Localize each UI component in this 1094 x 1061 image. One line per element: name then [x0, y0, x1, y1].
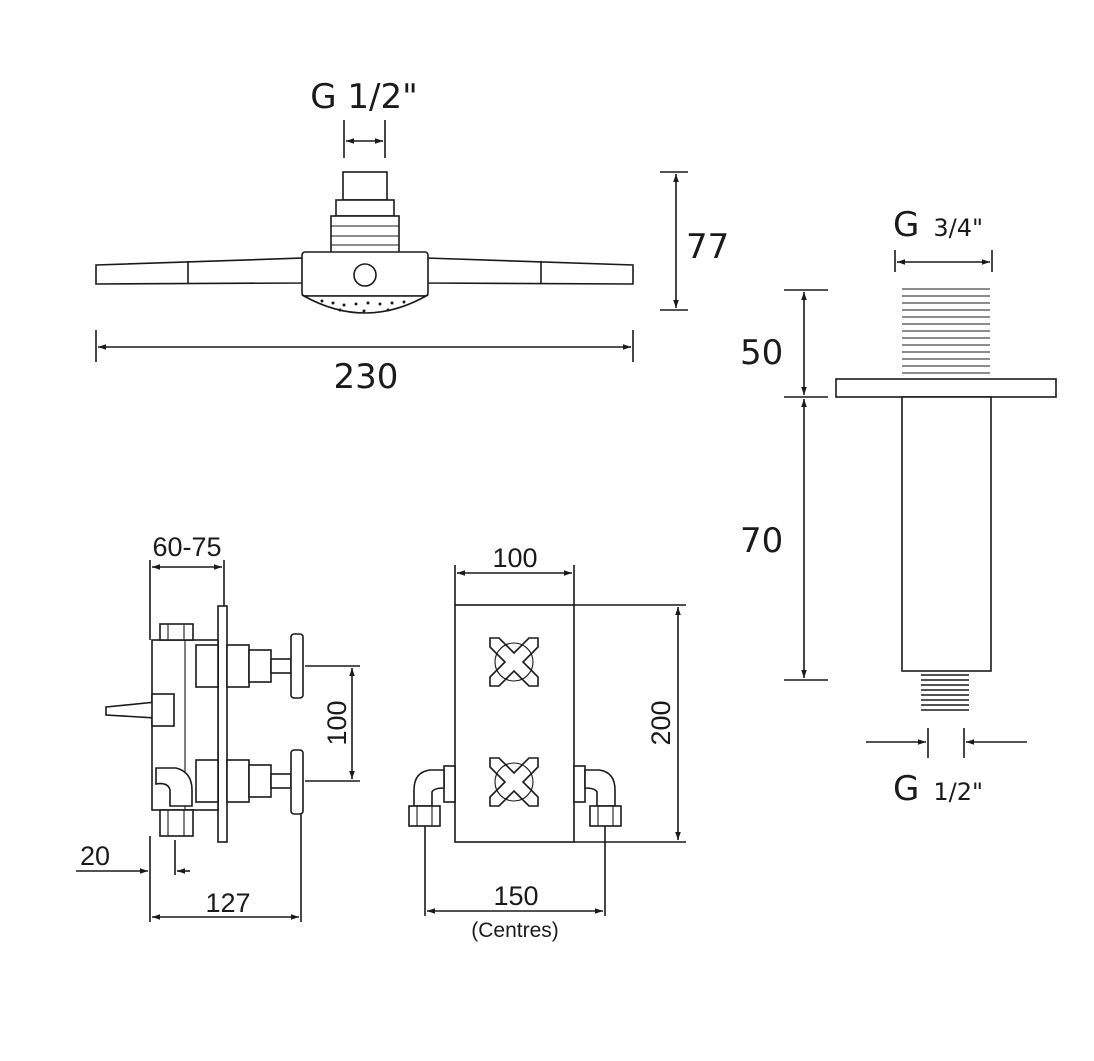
- inlet-centres-label: 150: [493, 881, 538, 911]
- plate-height-label: 200: [646, 700, 676, 745]
- valve-handle-spacing-label: 100: [322, 700, 352, 745]
- arm-top-thread-label: G 3/4": [893, 205, 983, 245]
- head-height-label: 77: [686, 227, 729, 267]
- valve-total-depth-label: 127: [205, 888, 250, 918]
- arm-length-label: 70: [740, 521, 783, 561]
- plate-width-label: 100: [492, 543, 537, 573]
- valve-front-drawing: [408, 565, 686, 916]
- valve-side-drawing: [76, 560, 360, 922]
- valve-offset-label: 20: [80, 841, 110, 871]
- arm-thread-length-label: 50: [740, 333, 783, 373]
- head-inlet-thread-label: G 1/2": [310, 77, 418, 117]
- arm-bottom-thread-label: G 1/2": [893, 769, 983, 809]
- centres-note-label: (Centres): [471, 919, 559, 942]
- shower-head-drawing: [95, 120, 688, 362]
- head-width-label: 230: [334, 357, 399, 397]
- shower-arm-drawing: [784, 250, 1057, 758]
- valve-wall-depth-label: 60-75: [152, 532, 221, 562]
